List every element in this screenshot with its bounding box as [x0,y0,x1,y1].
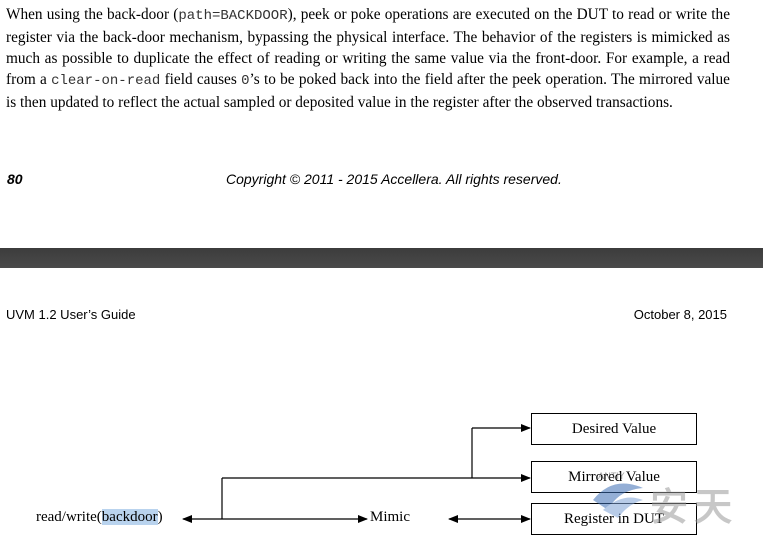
page-separator [0,248,763,268]
source-suffix: ) [157,509,163,525]
text-span: ), peek or poke operations are executed … [6,6,730,88]
code-path-backdoor: path=BACKDOOR [178,8,288,24]
body-paragraph: When using the back-door (path=BACKDOOR)… [6,4,730,113]
guide-title: UVM 1.2 User’s Guide [6,307,136,322]
code-zero: 0 [241,73,250,89]
mirrored-value-box: Mirrored Value [531,461,697,493]
mimic-label: Mimic [370,509,410,525]
text-span: field causes [160,71,242,88]
register-in-dut-box: Register in DUT [531,503,697,535]
code-clear-on-read: clear-on-read [51,73,161,89]
desired-value-box: Desired Value [531,413,697,445]
guide-date: October 8, 2015 [633,307,727,322]
text-span: ’s to be poked back into the field after… [6,71,730,111]
source-prefix: read/write( [36,509,102,525]
page-number: 80 [7,171,23,187]
text-span: When using the back-door ( [6,6,179,23]
source-label: read/write(backdoor) [36,509,163,526]
source-highlight: backdoor [101,509,158,525]
copyright-text: Copyright © 2011 - 2015 Accellera. All r… [226,171,562,187]
